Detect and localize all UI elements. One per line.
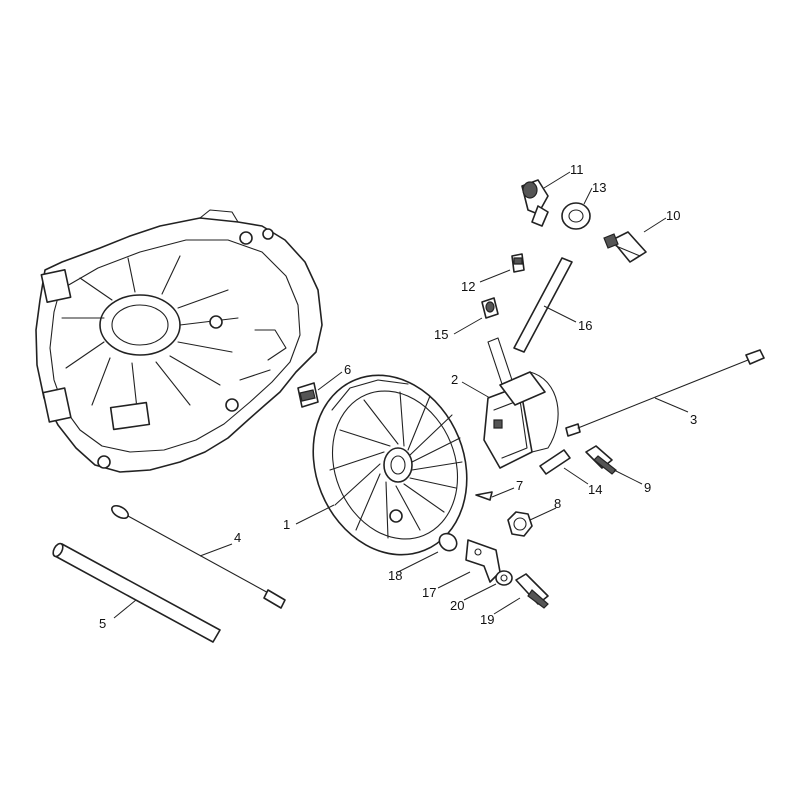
part-18-spring-clip xyxy=(438,532,458,552)
part-6-clip xyxy=(297,382,319,408)
callout-12: 12 xyxy=(461,279,475,294)
callout-15: 15 xyxy=(434,327,448,342)
callout-6: 6 xyxy=(344,362,351,377)
callout-18: 18 xyxy=(388,568,402,583)
crankcase-housing xyxy=(35,209,323,473)
callout-2: 2 xyxy=(451,372,458,387)
leader-lines xyxy=(113,171,689,619)
part-7-key xyxy=(475,491,493,501)
part-11-spark-boot xyxy=(521,179,549,227)
part-1-flywheel xyxy=(312,374,468,556)
callout-labels: 1 2 3 4 5 6 7 8 9 10 11 12 13 14 15 16 1… xyxy=(99,162,697,631)
callout-19: 19 xyxy=(480,612,494,627)
callout-14: 14 xyxy=(588,482,602,497)
part-12-spring xyxy=(511,253,525,273)
part-3-wire xyxy=(565,349,765,437)
part-9-screw xyxy=(585,445,617,475)
callout-3: 3 xyxy=(690,412,697,427)
callout-11: 11 xyxy=(570,162,584,177)
part-5-rod xyxy=(52,542,221,643)
callout-17: 17 xyxy=(422,585,436,600)
callout-1: 1 xyxy=(283,517,290,532)
callout-20: 20 xyxy=(450,598,464,613)
callout-5: 5 xyxy=(99,616,106,631)
part-10-spark-plug xyxy=(603,231,647,263)
callout-7: 7 xyxy=(516,478,523,493)
part-19-screw xyxy=(515,573,549,609)
part-13-grommet xyxy=(561,202,591,230)
flywheel-fins xyxy=(329,391,463,539)
part-8-nut xyxy=(507,511,533,537)
callout-9: 9 xyxy=(644,480,651,495)
part-17-bracket xyxy=(465,539,501,583)
callout-10: 10 xyxy=(666,208,680,223)
part-15-cap xyxy=(481,297,499,319)
callout-4: 4 xyxy=(234,530,241,545)
callout-8: 8 xyxy=(554,496,561,511)
part-2-ignition-coil xyxy=(483,337,559,469)
callout-13: 13 xyxy=(592,180,606,195)
part-20-washer xyxy=(495,570,513,586)
part-14-pin xyxy=(539,449,571,475)
part-16-rod xyxy=(513,257,573,353)
callout-16: 16 xyxy=(578,318,592,333)
